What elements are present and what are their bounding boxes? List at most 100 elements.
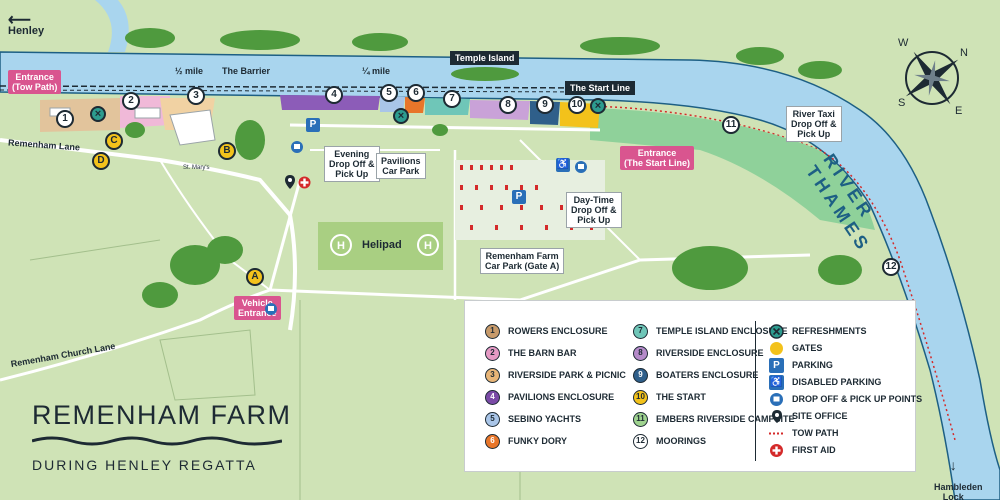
temple-island-label: Temple Island (450, 51, 520, 65)
legend-label: ROWERS ENCLOSURE (508, 326, 608, 336)
legend-number-badge: 3 (485, 367, 500, 383)
site-office-icon (285, 175, 295, 189)
legend-item-2: 2 THE BARN BAR (485, 345, 577, 361)
drop-off-icon (265, 303, 277, 315)
arrow-left-icon: ⟵ (8, 12, 31, 29)
barrier-label: The Barrier (222, 66, 271, 76)
henley-label: Henley (8, 25, 45, 37)
marker-10: 10 (568, 96, 586, 114)
river-channel (95, 0, 129, 52)
temple-island (451, 67, 519, 81)
legend-label: THE BARN BAR (508, 348, 577, 358)
half-mile-label: ½ mile (175, 66, 204, 76)
map-title: REMENHAM FARM (32, 400, 292, 430)
marker-6: 6 (407, 84, 425, 102)
arrow-down-icon: ↓ (949, 457, 957, 473)
legend-number-badge: 10 (633, 389, 648, 405)
legend-label: RIVERSIDE PARK & PICNIC (508, 370, 626, 380)
compass-n: N (960, 47, 968, 59)
legend-item-gates: GATES (769, 340, 822, 356)
gates-icon (769, 341, 784, 356)
tow-path (589, 105, 956, 441)
legend-number-badge: 11 (633, 411, 648, 427)
legend-item-6: 6 FUNKY DORY (485, 433, 567, 449)
legend-number-badge: 12 (633, 433, 648, 449)
parking-icon: P (512, 190, 526, 204)
campsite-area (590, 108, 875, 230)
tow-path-icon (769, 426, 784, 441)
compass-w: W (898, 37, 909, 49)
map-title-block: REMENHAM FARM DURING HENLEY REGATTA (32, 400, 292, 473)
gate-b: B (218, 142, 236, 160)
legend-label: MOORINGS (656, 436, 707, 446)
legend-item-refreshments: REFRESHMENTS (769, 323, 867, 339)
daytime-drop-label: Day-Time Drop Off & Pick Up (566, 192, 622, 228)
legend-label: PARKING (792, 360, 833, 370)
compass-s: S (898, 97, 906, 109)
entrance-start-line-label: Entrance (The Start Line) (620, 146, 695, 170)
legend-label: GATES (792, 343, 823, 353)
legend-label: THE START (656, 392, 706, 402)
legend-item-drop-off: DROP OFF & PICK UP POINTS (769, 391, 922, 407)
legend-number-badge: 6 (485, 433, 500, 449)
legend-label: TOW PATH (792, 428, 839, 438)
legend-label: PAVILIONS ENCLOSURE (508, 392, 615, 402)
disabled-parking-icon: ♿ (556, 158, 570, 172)
legend-item-parking: P PARKING (769, 357, 833, 373)
legend-item-first-aid: FIRST AID (769, 442, 836, 458)
legend-label: TEMPLE ISLAND ENCLOSURE (656, 326, 788, 336)
marker-3: 3 (187, 87, 205, 105)
marker-9: 9 (536, 96, 554, 114)
legend-divider (755, 321, 756, 461)
marker-11: 11 (722, 116, 740, 134)
legend-item-10: 10 THE START (633, 389, 706, 405)
legend-label: FUNKY DORY (508, 436, 568, 446)
first-aid-icon (298, 176, 311, 189)
legend-label: DROP OFF & PICK UP POINTS (792, 394, 923, 404)
helipad-circle (330, 234, 352, 256)
legend-number-badge: 9 (633, 367, 648, 383)
drop-off-icon (575, 161, 587, 173)
marker-1: 1 (56, 110, 74, 128)
legend-item-3: 3 RIVERSIDE PARK & PICNIC (485, 367, 626, 383)
start-line-label: The Start Line (565, 81, 636, 95)
marker-5: 5 (380, 84, 398, 102)
compass-e: E (955, 105, 963, 117)
legend-number-badge: 2 (485, 345, 500, 361)
course-line (0, 85, 611, 89)
refreshments-icon: × (590, 98, 606, 114)
legend-item-11: 11 EMBERS RIVERSIDE CAMPSITE (633, 411, 795, 427)
title-wave-divider (32, 436, 282, 446)
disabled-parking-icon: ♿ (769, 374, 784, 390)
legend-number-badge: 8 (633, 345, 648, 361)
marker-8: 8 (499, 96, 517, 114)
svg-text:H: H (424, 240, 432, 252)
marker-7: 7 (443, 90, 461, 108)
first-aid-icon (769, 443, 784, 458)
gate-d: D (92, 152, 110, 170)
legend-number-badge: 4 (485, 389, 500, 405)
marker-12: 12 (882, 258, 900, 276)
parking-icon: P (769, 357, 784, 373)
quarter-mile-label: ¼ mile (362, 66, 391, 76)
legend-label: EMBERS RIVERSIDE CAMPSITE (656, 414, 795, 424)
entrance-tow-path-label: Entrance (Tow Path) (8, 70, 62, 94)
map-subtitle: DURING HENLEY REGATTA (32, 457, 257, 473)
parking-icon: P (306, 118, 320, 132)
refreshments-icon: × (393, 108, 409, 124)
legend-label: SEBINO YACHTS (508, 414, 582, 424)
north-bank-trees (125, 28, 842, 79)
legend-number-badge: 1 (485, 323, 500, 339)
evening-drop-label: Evening Drop Off & Pick Up (324, 146, 380, 182)
marker-4: 4 (325, 86, 343, 104)
svg-text:H: H (337, 240, 345, 252)
refreshments-icon (769, 323, 784, 339)
legend-item-4: 4 PAVILIONS ENCLOSURE (485, 389, 614, 405)
helipad-area (318, 222, 443, 270)
compass-rose-icon (905, 51, 959, 105)
